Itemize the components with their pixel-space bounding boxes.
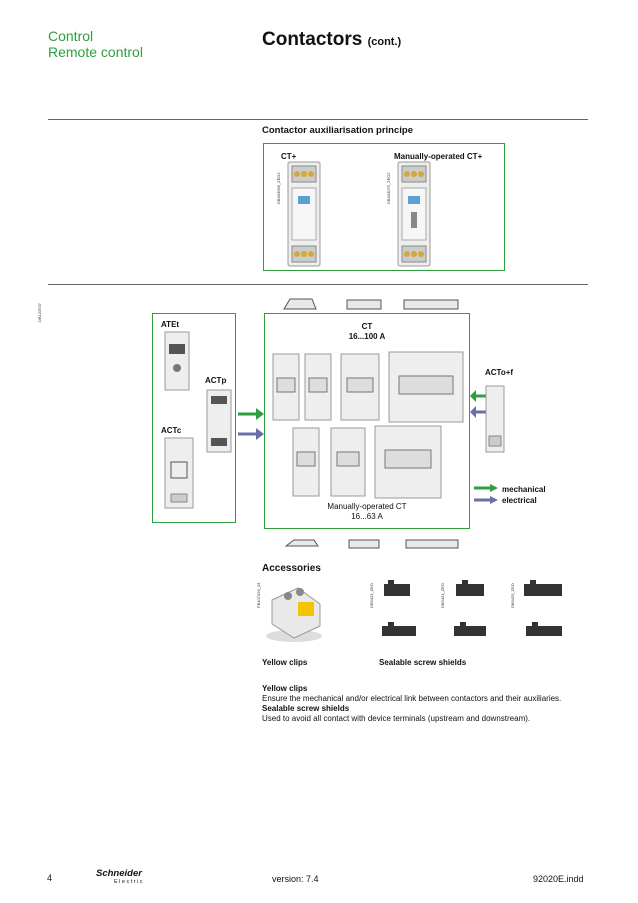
legend-mechanical: mechanical <box>502 485 546 494</box>
ct-box: CT 16...100 A Manually-operated CT 16...… <box>264 313 470 529</box>
accessory-sketch-bottom-3 <box>405 539 459 549</box>
section-line-2: Remote control <box>48 44 143 60</box>
accessory-sketch-top-1 <box>283 298 317 310</box>
middle-divider <box>48 284 588 285</box>
desc-sealable-title: Sealable screw shields <box>262 704 350 713</box>
code-2: DB403075_ZEO2 <box>386 172 391 204</box>
label-acto-f: ACTo+f <box>485 368 514 377</box>
accessory-sketch-bottom-2 <box>348 539 380 549</box>
atet-device-image <box>164 331 190 391</box>
accessory-descriptions: Yellow clips Ensure the mechanical and/o… <box>262 684 592 724</box>
label-ct: CT <box>361 322 373 331</box>
label-sealable-shields: Sealable screw shields <box>379 658 467 667</box>
label-atet: ATEt <box>161 320 180 329</box>
brand-logo: Schneider Electric <box>96 868 145 886</box>
auxiliaries-box: ATEt ACTp ACTc <box>152 313 236 523</box>
code-b: DB9424_ZEO <box>440 583 445 608</box>
accessories-heading: Accessories <box>262 563 321 574</box>
yellow-clips-photo <box>266 587 322 642</box>
file-name: 92020E.indd <box>533 874 584 884</box>
accessory-sketch-top-2 <box>346 299 382 310</box>
label-yellow-clips: Yellow clips <box>262 658 308 667</box>
brand-sub: Electric <box>114 879 145 885</box>
actp-device-image <box>206 389 232 453</box>
ct-plus-device-image <box>287 161 321 267</box>
manual-ct-devices-row <box>292 425 442 499</box>
side-code: DB122937 <box>37 303 42 322</box>
acto-f-device-with-arrows <box>470 385 505 453</box>
code-a: DB9423_ZEO <box>369 583 374 608</box>
manual-ct-plus-device-image <box>397 161 431 267</box>
ct-devices-row-1 <box>272 351 464 423</box>
title-suffix: (cont.) <box>367 36 402 48</box>
aux-box: CT+ Manually-operated CT+ DB403096_ZEO2 … <box>263 143 505 271</box>
screw-shield-a-image <box>382 580 416 636</box>
accessory-sketch-bottom-1 <box>284 539 319 547</box>
screw-shield-b-image <box>454 580 486 636</box>
label-actc: ACTc <box>161 426 182 435</box>
label-ct-range: 16...100 A <box>348 332 386 341</box>
label-actp: ACTp <box>205 376 227 385</box>
title-main: Contactors <box>262 29 363 50</box>
actc-device-image <box>164 437 194 509</box>
label-manual-ct: Manually-operated CT <box>327 502 407 511</box>
label-ct-plus: CT+ <box>281 152 297 161</box>
legend-arrows <box>474 484 498 504</box>
section-label: Control Remote control <box>48 28 143 60</box>
aux-heading: Contactor auxiliarisation principe <box>262 125 413 136</box>
label-manual-ct-plus: Manually-operated CT+ <box>394 152 483 161</box>
desc-yellow-text: Ensure the mechanical and/or electrical … <box>262 694 562 703</box>
arrows-left <box>238 408 264 440</box>
top-divider <box>48 119 588 120</box>
accessory-sketch-top-3 <box>403 299 459 310</box>
page-number: 4 <box>47 873 53 883</box>
desc-yellow-title: Yellow clips <box>262 684 308 693</box>
section-line-1: Control <box>48 28 94 44</box>
version-text: version: 7.4 <box>272 874 319 884</box>
screw-shield-c-image <box>524 580 562 636</box>
legend-electrical: electrical <box>502 496 537 505</box>
label-manual-range: 16...63 A <box>351 512 383 521</box>
code-photo: PB107326_33 <box>256 582 261 608</box>
desc-sealable-text: Used to avoid all contact with device te… <box>262 714 531 723</box>
code-c: DB9425_ZEO <box>510 583 515 608</box>
page-title: Contactors (cont.) <box>262 29 401 51</box>
brand-name: Schneider <box>96 868 142 879</box>
code-1: DB403096_ZEO2 <box>276 172 281 204</box>
